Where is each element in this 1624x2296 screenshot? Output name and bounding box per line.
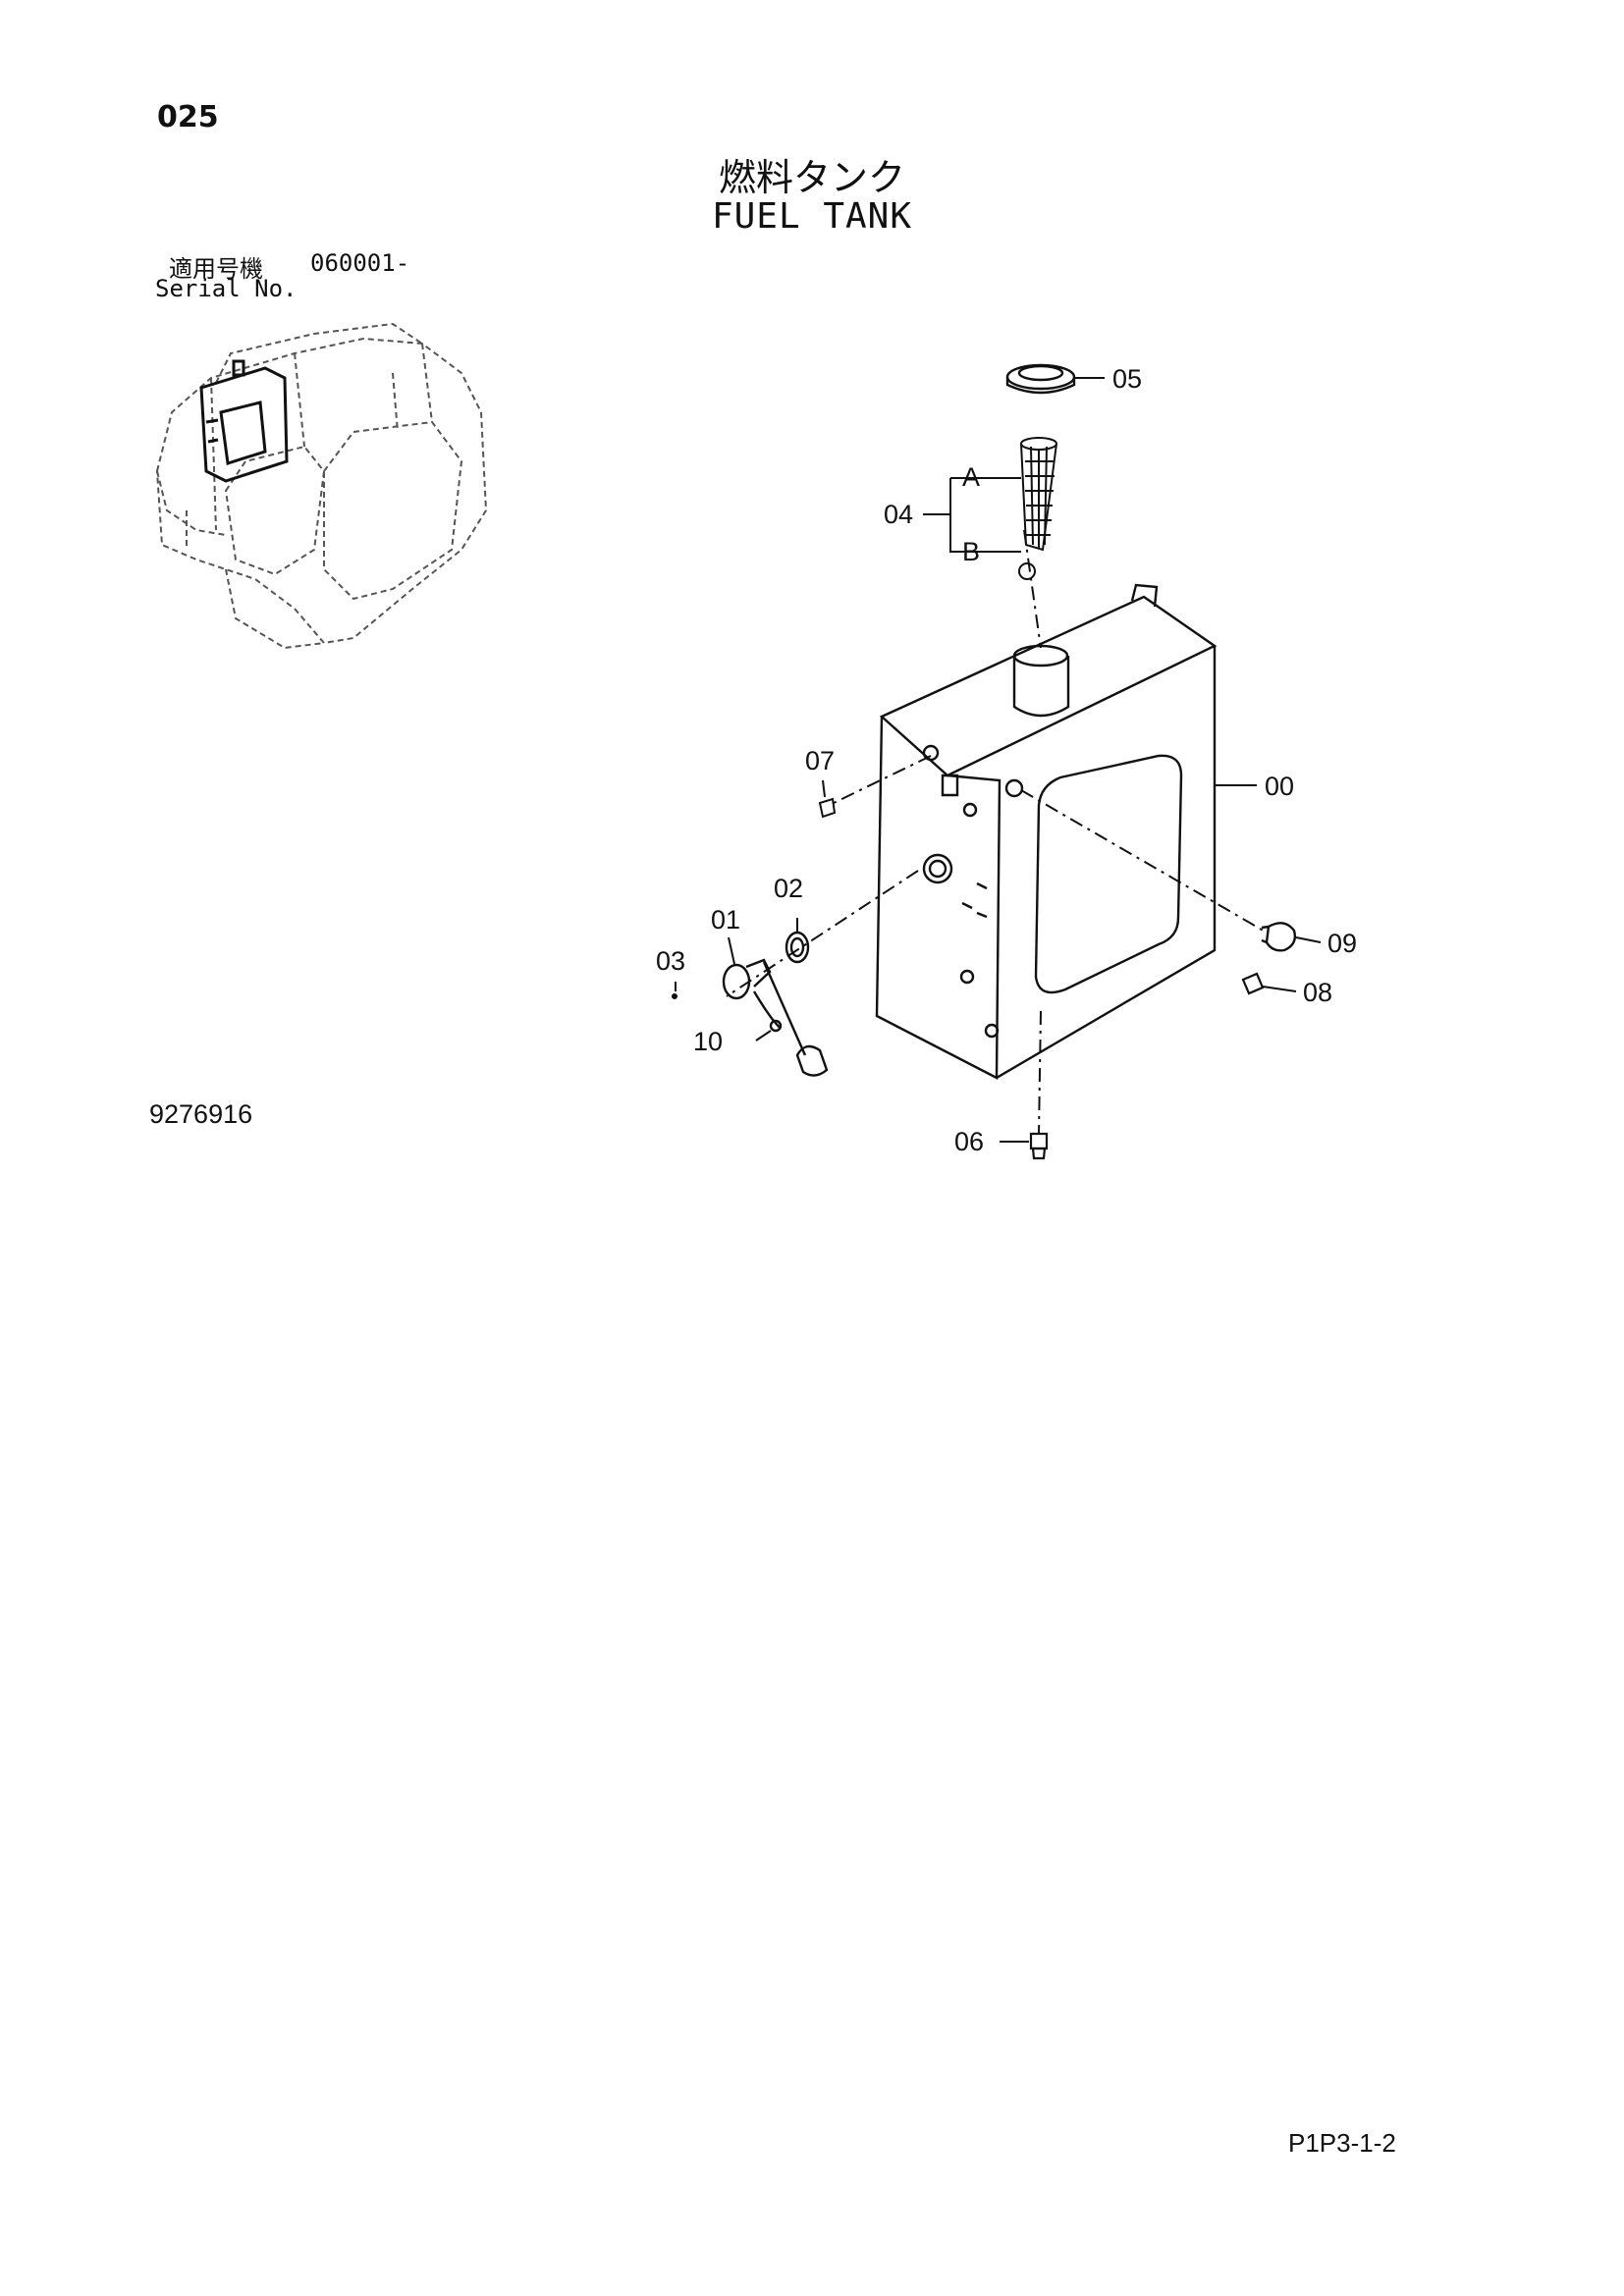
drawing-number: 9276916 bbox=[149, 1099, 253, 1129]
callout-09: 09 bbox=[1327, 929, 1357, 958]
page-title-english: FUEL TANK bbox=[711, 196, 913, 237]
part-05-filler-cap bbox=[1005, 363, 1076, 395]
page-number: 025 bbox=[157, 100, 219, 134]
callout-02: 02 bbox=[774, 874, 803, 903]
callout-03: 03 bbox=[656, 946, 685, 976]
sheet-code: P1P3-1-2 bbox=[1288, 2128, 1396, 2158]
callout-08: 08 bbox=[1303, 978, 1332, 1007]
part-07-plug bbox=[818, 797, 837, 819]
part-01-fuel-sensor bbox=[722, 958, 829, 1077]
part-06-drain-plug bbox=[1029, 1132, 1049, 1160]
callout-sub-b: B bbox=[962, 537, 980, 566]
part-03-screw bbox=[672, 993, 677, 999]
part-02-packing bbox=[785, 931, 810, 964]
part-09-elbow bbox=[1261, 922, 1297, 952]
serial-range: 060001- bbox=[310, 249, 410, 277]
callout-05: 05 bbox=[1112, 364, 1142, 394]
fuel-tank-body bbox=[875, 583, 1218, 1080]
callout-labels: 05 A B 04 07 00 02 01 03 09 08 10 06 bbox=[656, 364, 1357, 1156]
callout-00: 00 bbox=[1265, 772, 1294, 801]
callout-07: 07 bbox=[805, 746, 835, 775]
serial-label-english: Serial No. bbox=[155, 275, 298, 302]
part-04-strainer bbox=[1018, 437, 1057, 580]
part-08-hose bbox=[1241, 972, 1265, 995]
callout-10: 10 bbox=[693, 1027, 723, 1056]
machine-locator-thumbnail bbox=[155, 322, 488, 650]
callout-sub-a: A bbox=[962, 462, 980, 492]
locator-highlight-tank bbox=[199, 359, 289, 483]
callout-06: 06 bbox=[954, 1127, 984, 1156]
callout-04: 04 bbox=[884, 500, 913, 529]
serial-label-japanese: 適用号機 bbox=[169, 255, 263, 283]
assembly-lines bbox=[726, 529, 1268, 1135]
callout-01: 01 bbox=[711, 905, 740, 934]
leader-lines bbox=[675, 377, 1322, 1143]
page-title-japanese: 燃料タンク bbox=[718, 156, 905, 199]
